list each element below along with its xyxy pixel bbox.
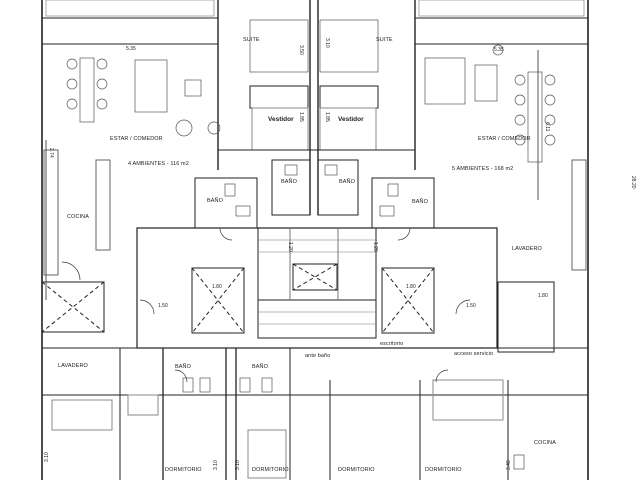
label-escritorio: escritorio	[380, 341, 403, 347]
dim-310-top: 3.10	[324, 38, 330, 48]
label-bano-6: BAÑO	[252, 363, 269, 370]
label-suite-right: SUITE	[376, 37, 393, 43]
label-unit-right: 5 AMBIENTES - 168 m2	[452, 166, 513, 172]
label-bano-3: BAÑO	[207, 197, 224, 204]
dim-350: 3.50	[298, 45, 304, 55]
dim-180-a: 1.80	[212, 284, 222, 290]
label-estar-right: ESTAR / COMEDOR	[478, 136, 531, 142]
label-bano-2: BAÑO	[339, 178, 356, 185]
dim-535-left: 5.35	[126, 46, 136, 52]
label-lavadero-right: LAVADERO	[512, 246, 543, 252]
dim-120-b: 1.20	[372, 242, 378, 252]
dim-2820: 28.20	[630, 176, 636, 189]
dim-150-left: 1.50	[158, 303, 168, 309]
label-cocina-right: COCINA	[534, 440, 556, 446]
label-dormitorio-4: DORMITORIO	[425, 467, 462, 473]
dim-310-b: 3.10	[213, 460, 219, 470]
dim-274: 2.74	[48, 148, 54, 158]
label-acceso: acceso servicio	[454, 351, 493, 357]
label-estar-left: ESTAR / COMEDOR	[110, 136, 163, 142]
dim-611: 6.11	[544, 122, 550, 132]
label-antebano: ante baño	[305, 353, 330, 359]
label-lavadero-left: LAVADERO	[58, 363, 89, 369]
dim-310-a: 3.10	[44, 452, 50, 462]
dim-180-b: 1.80	[406, 284, 416, 290]
label-cocina-left: COCINA	[67, 214, 89, 220]
label-bano-4: BAÑO	[412, 198, 429, 205]
label-suite-left: SUITE	[243, 37, 260, 43]
dim-185-b: 1.85	[324, 112, 330, 122]
label-bano-1: BAÑO	[281, 178, 298, 185]
dim-348: 3.48	[506, 460, 512, 470]
label-vestidor-right: Vestidor	[338, 116, 364, 123]
label-vestidor-left: Vestidor	[268, 116, 294, 123]
dim-180-c: 1.80	[538, 293, 548, 299]
furniture-layer	[45, 0, 585, 470]
dim-535-right: 5.35	[494, 47, 504, 53]
dimension-labels: 5.35 5.35 3.50 3.10 1.85 1.85 6.11 2.74 …	[44, 38, 636, 470]
dim-185-a: 1.85	[298, 112, 304, 122]
label-unit-left: 4 AMBIENTES - 116 m2	[128, 161, 189, 167]
dim-150-right: 1.50	[466, 303, 476, 309]
label-dormitorio-2: DORMITORIO	[252, 467, 289, 473]
dim-310-c: 3.10	[235, 460, 241, 470]
label-dormitorio-1: DORMITORIO	[165, 467, 202, 473]
plan-walls	[41, 0, 589, 480]
label-dormitorio-3: DORMITORIO	[338, 467, 375, 473]
room-labels: SUITE SUITE Vestidor Vestidor ESTAR / CO…	[58, 37, 556, 473]
dim-120-a: 1.20	[287, 242, 293, 252]
label-bano-5: BAÑO	[175, 363, 192, 370]
